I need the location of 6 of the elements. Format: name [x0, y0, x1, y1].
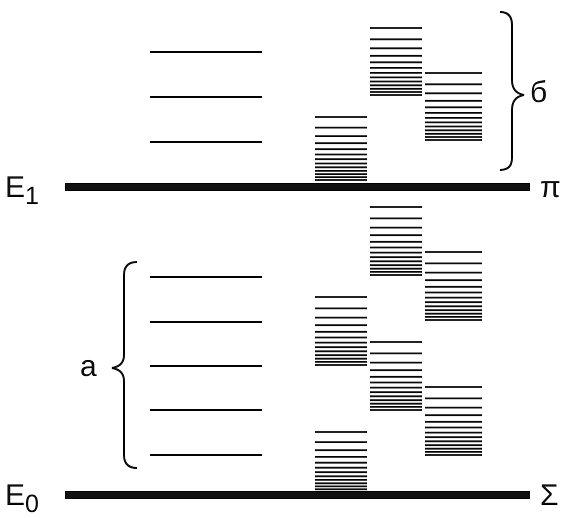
brace-label: а — [80, 352, 97, 382]
state-label: π — [540, 173, 561, 203]
state-label: Σ — [540, 481, 559, 511]
brace-label: б — [530, 78, 548, 108]
level-label: E$_{1}$ — [5, 173, 39, 211]
level-label: E$_{0}$ — [5, 481, 39, 518]
